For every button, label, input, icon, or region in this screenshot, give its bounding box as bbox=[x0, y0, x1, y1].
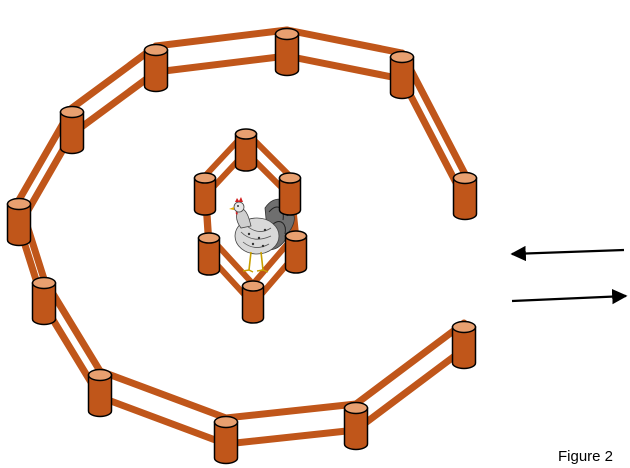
outer-rail bbox=[222, 426, 360, 448]
inner-pen-post bbox=[241, 280, 265, 324]
figure-caption: Figure 2 bbox=[558, 448, 614, 465]
inner-pen-post bbox=[284, 230, 308, 274]
outer-rail bbox=[68, 68, 160, 138]
outer-rail bbox=[68, 42, 160, 112]
outer-rail bbox=[283, 26, 406, 57]
outer-rail bbox=[352, 319, 468, 408]
outer-fence-post bbox=[343, 401, 369, 451]
outer-fence-post bbox=[389, 50, 415, 100]
outer-fence-post bbox=[451, 320, 477, 370]
inner-pen-post bbox=[234, 128, 258, 172]
inward-arrow bbox=[510, 245, 625, 262]
inner-pen-post bbox=[278, 172, 302, 216]
outer-fence-post bbox=[452, 171, 478, 221]
inner-pen-post bbox=[193, 172, 217, 216]
outer-fence-post bbox=[59, 105, 85, 155]
outer-rail bbox=[352, 345, 468, 434]
outer-rail bbox=[96, 367, 230, 422]
outer-fence-post bbox=[274, 27, 300, 77]
outer-fence-post bbox=[143, 43, 169, 93]
outer-rail bbox=[96, 393, 230, 448]
outer-rail bbox=[152, 26, 291, 50]
outer-fence-post bbox=[213, 415, 239, 465]
outer-fence-post bbox=[31, 276, 57, 326]
outer-rail bbox=[222, 400, 360, 422]
outward-arrow bbox=[511, 288, 628, 305]
outer-fence-post bbox=[6, 197, 32, 247]
outer-rail bbox=[283, 52, 406, 83]
outer-fence-post bbox=[87, 368, 113, 418]
inner-pen-post bbox=[197, 232, 221, 276]
fence-posts bbox=[6, 27, 478, 465]
outer-rail bbox=[152, 52, 291, 76]
rooster-illustration bbox=[229, 197, 295, 273]
